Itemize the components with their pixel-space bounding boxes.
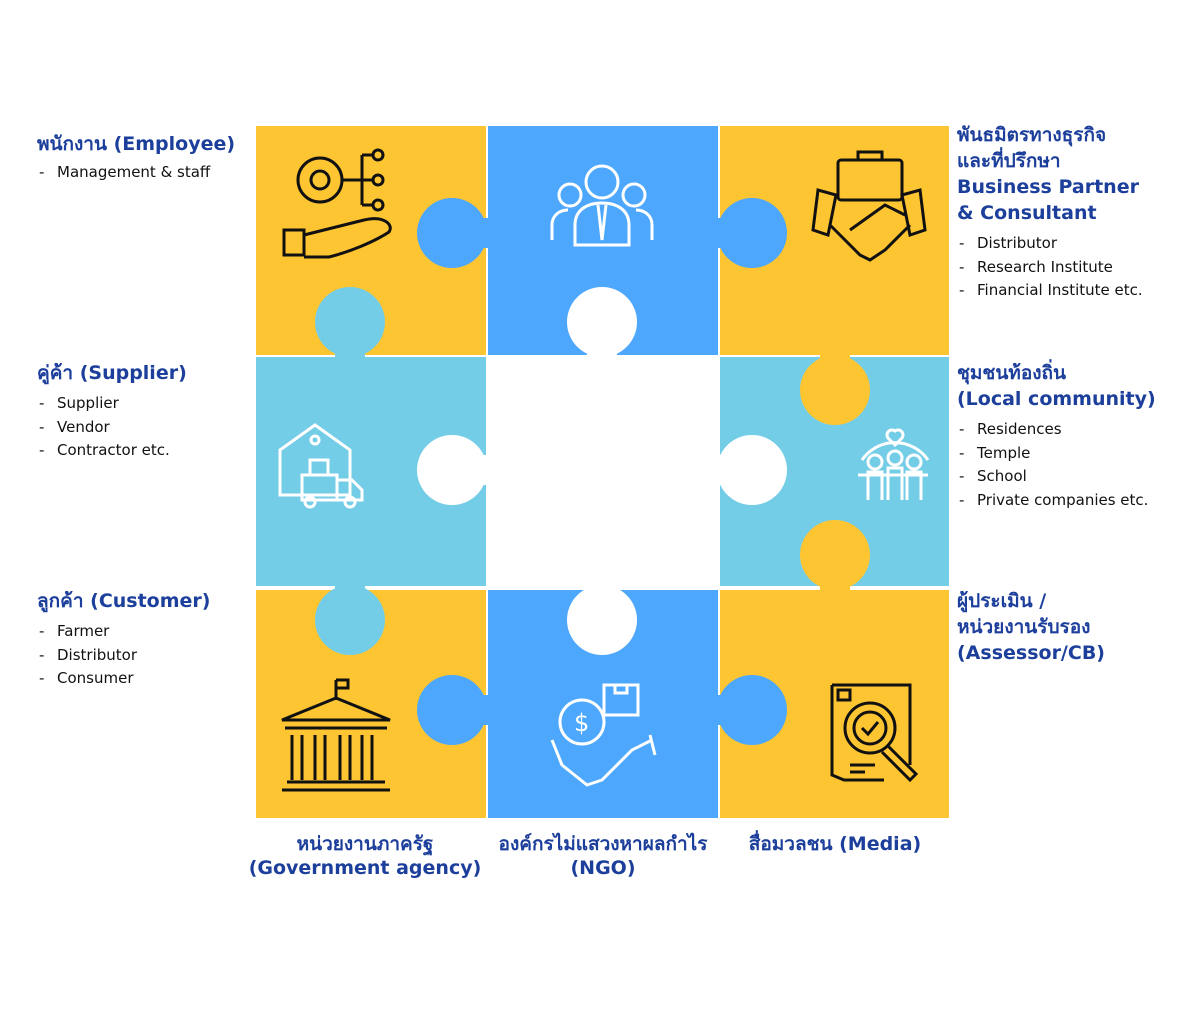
ngo-title-line: องค์กรไม่แสวงหาผลกำไร <box>498 833 708 855</box>
list-item: Distributor <box>957 232 1143 256</box>
assessor-title-line: (Assessor/CB) <box>957 642 1105 664</box>
donation-handshake-icon: $ <box>550 683 657 787</box>
svg-text:$: $ <box>574 709 589 737</box>
community-family-icon <box>858 428 930 500</box>
list-item: Consumer <box>37 667 210 691</box>
assessor-title-line: หน่วยงานรับรอง <box>957 616 1091 638</box>
gear-hand-icon <box>282 148 392 259</box>
puzzle-tabs <box>315 198 870 745</box>
community-title-line: (Local community) <box>957 388 1156 410</box>
partner-label: พันธมิตรทางธุรกิจ และที่ปรึกษา Business … <box>957 122 1143 303</box>
team-icon <box>550 164 654 247</box>
community-label: ชุมชนท้องถิ่น (Local community) Residenc… <box>957 360 1156 512</box>
customer-label: ลูกค้า (Customer) FarmerDistributorConsu… <box>37 588 210 691</box>
list-item: Supplier <box>37 392 187 416</box>
customer-title: ลูกค้า (Customer) <box>37 590 211 612</box>
employee-label: พนักงาน (Employee) Management & staff <box>37 131 235 185</box>
partner-title-line: และที่ปรึกษา <box>957 150 1061 172</box>
partner-title-line: พันธมิตรทางธุรกิจ <box>957 124 1107 146</box>
list-item: Temple <box>957 442 1156 466</box>
partner-title-line: & Consultant <box>957 202 1097 224</box>
assessor-title-line: ผู้ประเมิน / <box>957 590 1047 612</box>
list-item: Contractor etc. <box>37 439 187 463</box>
ngo-label: องค์กรไม่แสวงหาผลกำไร (NGO) <box>478 832 728 880</box>
employee-title: พนักงาน (Employee) <box>37 133 236 155</box>
community-title-line: ชุมชนท้องถิ่น <box>957 362 1067 384</box>
list-item: Research Institute <box>957 256 1143 280</box>
warehouse-truck-icon <box>278 423 364 509</box>
government-label: หน่วยงานภาครัฐ (Government agency) <box>240 832 490 880</box>
list-item: School <box>957 465 1156 489</box>
list-item: Distributor <box>37 644 210 668</box>
list-item: Residences <box>957 418 1156 442</box>
supplier-label: คู่ค้า (Supplier) SupplierVendorContract… <box>37 360 187 463</box>
partner-title-line: Business Partner <box>957 176 1139 198</box>
government-title-line: (Government agency) <box>248 857 482 879</box>
media-title: สื่อมวลชน (Media) <box>748 833 922 855</box>
list-item: Management & staff <box>37 161 235 185</box>
government-title-line: หน่วยงานภาครัฐ <box>296 833 434 855</box>
assessor-label: ผู้ประเมิน / หน่วยงานรับรอง (Assessor/CB… <box>957 588 1105 666</box>
list-item: Vendor <box>37 416 187 440</box>
government-building-icon <box>281 678 391 792</box>
list-item: Financial Institute etc. <box>957 279 1143 303</box>
list-item: Farmer <box>37 620 210 644</box>
list-item: Private companies etc. <box>957 489 1156 513</box>
handshake-briefcase-icon <box>811 150 927 262</box>
certificate-inspection-icon <box>830 683 919 783</box>
supplier-title: คู่ค้า (Supplier) <box>37 362 187 384</box>
ngo-title-line: (NGO) <box>570 857 636 879</box>
media-label: สื่อมวลชน (Media) <box>715 832 955 856</box>
